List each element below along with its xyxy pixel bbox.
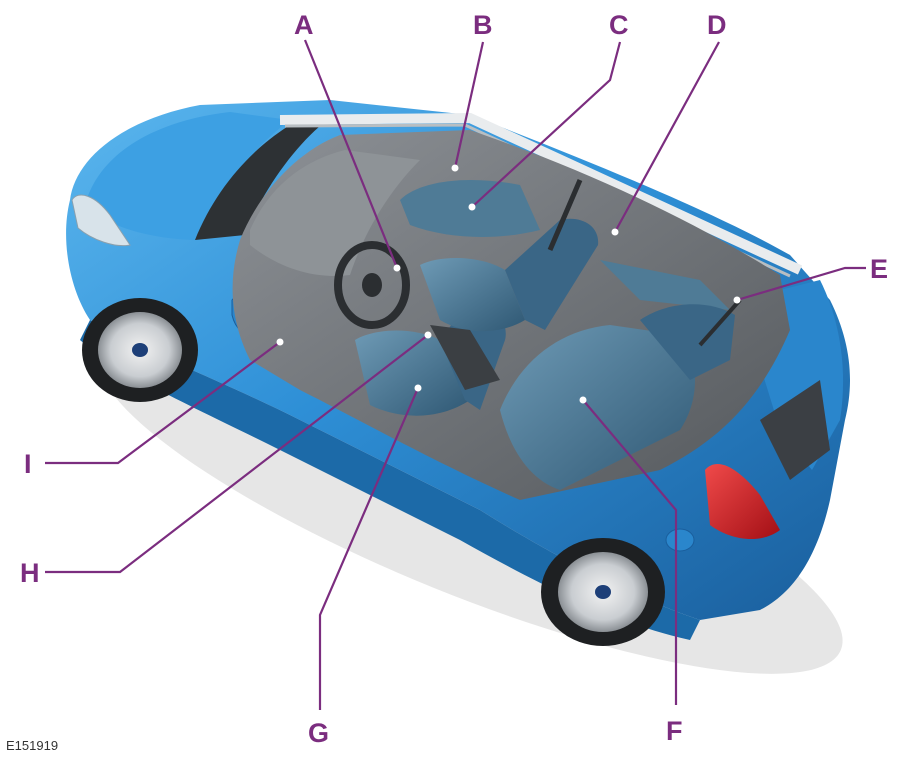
leader-h <box>45 334 429 574</box>
callout-labels: A B C D E F G H I <box>20 10 888 748</box>
rear-wheel <box>541 538 665 646</box>
dot-b <box>451 164 459 172</box>
dashboard <box>250 150 420 276</box>
headlamp <box>71 194 131 247</box>
callout-label-h: H <box>20 558 40 588</box>
car-hood <box>85 112 290 240</box>
dot-c <box>468 203 476 211</box>
passenger-seat-back <box>505 218 599 330</box>
leader-g <box>318 387 420 710</box>
dot-g <box>414 384 422 392</box>
callout-dots <box>276 164 741 404</box>
callout-leaders <box>45 39 866 710</box>
dot-a <box>393 264 401 272</box>
dot-f <box>579 396 587 404</box>
callout-label-e: E <box>870 254 888 284</box>
leader-d <box>614 41 720 233</box>
roof-rail <box>279 112 803 275</box>
callout-label-a: A <box>294 10 314 40</box>
callout-label-i: I <box>24 449 32 479</box>
fuel-cap <box>665 528 695 552</box>
steering-hub <box>362 273 382 297</box>
callout-label-b: B <box>473 10 493 40</box>
driver-seat <box>355 330 470 416</box>
dot-e <box>733 296 741 304</box>
car-side-panel <box>80 320 700 640</box>
dot-d <box>611 228 619 236</box>
passenger-seat <box>420 258 525 332</box>
rear-door-trim <box>600 260 730 310</box>
rear-bench-back <box>640 304 735 380</box>
dot-i <box>276 338 284 346</box>
center-console <box>430 325 500 390</box>
seat-belt-front <box>547 179 583 251</box>
callout-label-d: D <box>707 10 727 40</box>
leader-f <box>582 399 678 705</box>
leader-a <box>303 39 399 269</box>
front-wheel <box>82 298 198 402</box>
leader-e <box>736 266 866 302</box>
steering-wheel <box>334 241 410 329</box>
interior <box>232 130 790 500</box>
callout-label-f: F <box>666 716 683 746</box>
rear-bench-seat <box>500 325 695 490</box>
callout-label-c: C <box>609 10 629 40</box>
windshield-frame <box>195 118 330 240</box>
tail-light <box>705 464 780 540</box>
leader-i <box>45 341 281 465</box>
seat-belt-rear <box>698 298 742 347</box>
dot-h <box>424 331 432 339</box>
leader-c <box>471 41 622 208</box>
figure-id: E151919 <box>6 738 59 753</box>
callout-label-g: G <box>308 718 329 748</box>
rear-window <box>760 380 830 480</box>
leader-b <box>453 41 485 169</box>
